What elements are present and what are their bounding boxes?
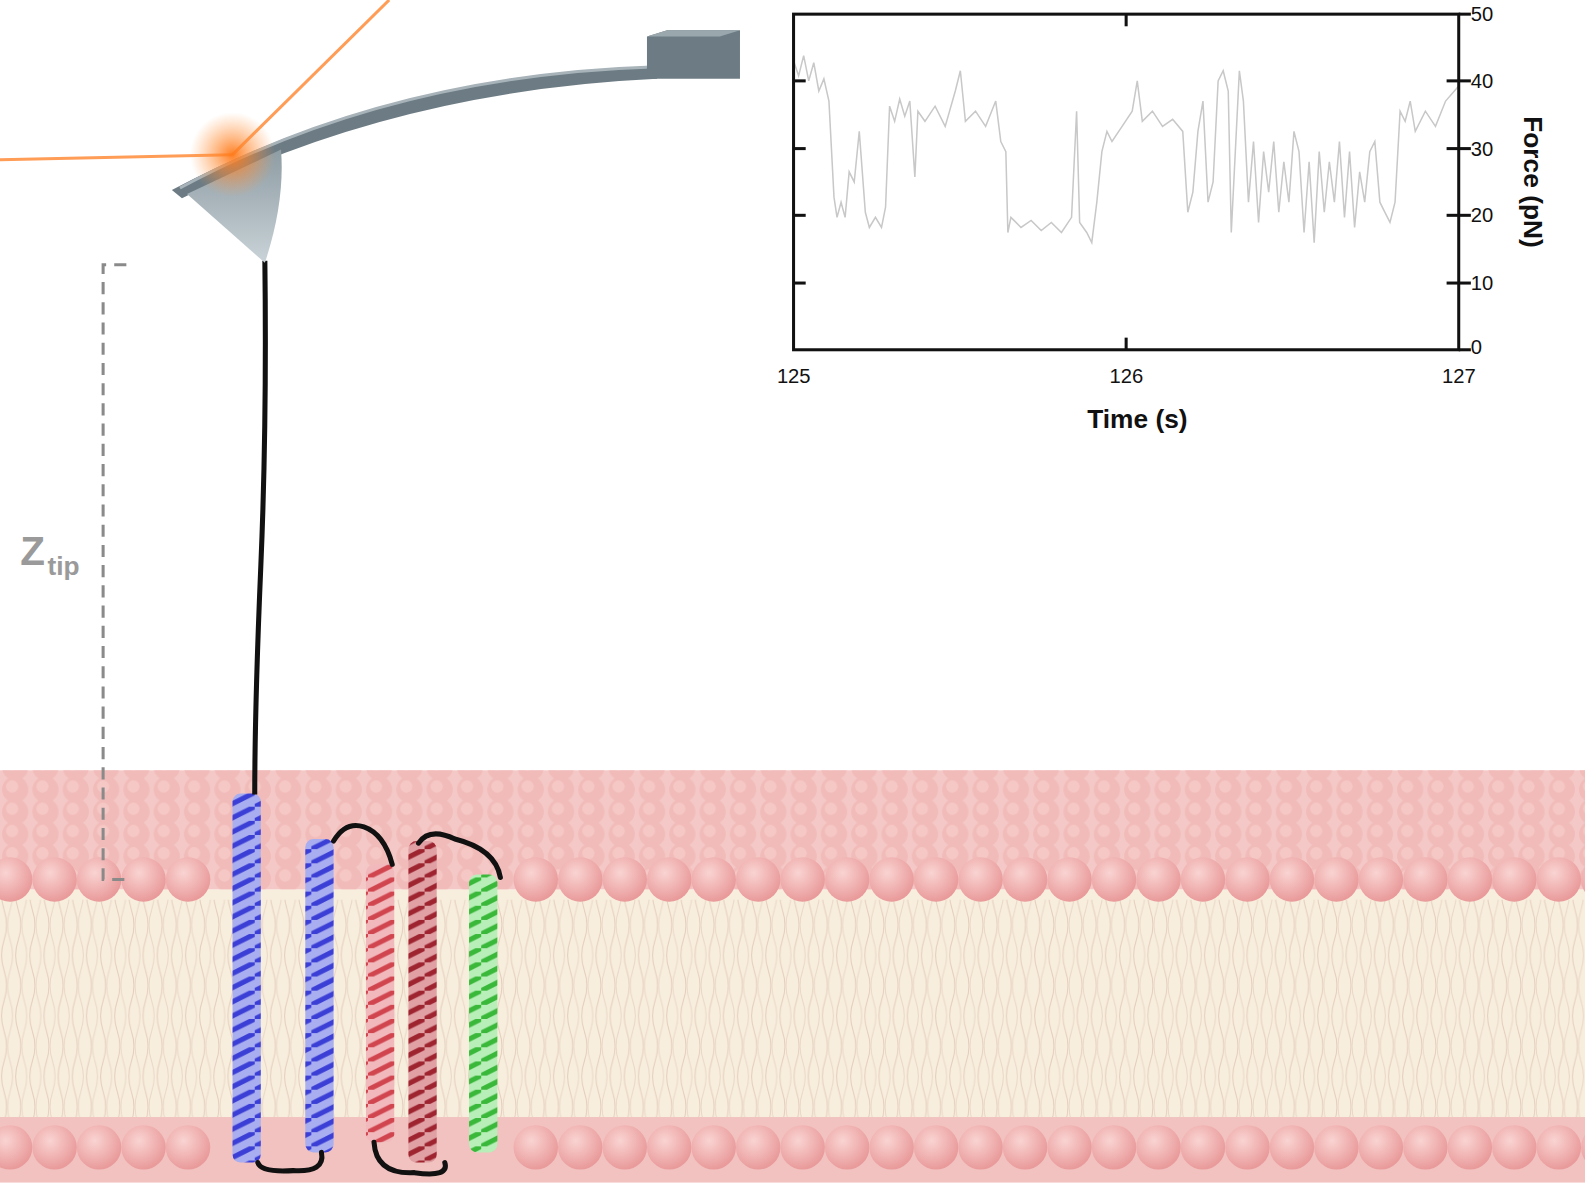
tick-label: 20 (1471, 205, 1493, 225)
tick-label: 126 (1109, 366, 1143, 386)
polypeptide-tether (255, 261, 266, 795)
tick-label: 125 (777, 366, 811, 386)
afm-cantilever (172, 30, 740, 263)
tick-label: 127 (1442, 366, 1476, 386)
tick-label: 30 (1471, 138, 1493, 158)
membrane-protein (233, 794, 501, 1174)
axis-symbol: Z (20, 531, 45, 571)
axis-title: Force (pN) (1520, 116, 1546, 247)
z-bracket (103, 265, 126, 880)
tick-label: 40 (1471, 71, 1493, 91)
tick-label: 10 (1471, 273, 1493, 293)
axis-title: Time (s) (1087, 405, 1187, 431)
force-trace-chart (794, 14, 1471, 350)
tick-label: 0 (1471, 337, 1482, 357)
axis-subscript: tip (48, 553, 80, 579)
tick-label: 50 (1471, 4, 1493, 24)
lipid-bilayer (0, 770, 1585, 1182)
